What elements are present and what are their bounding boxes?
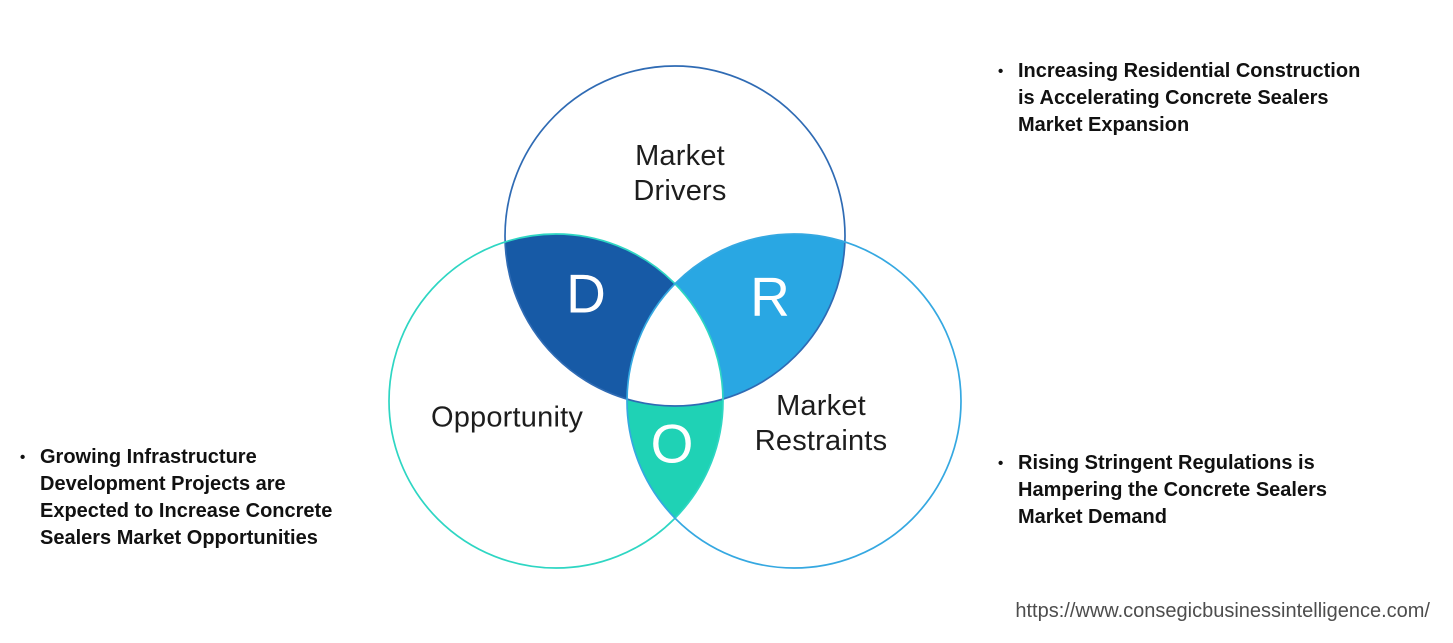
letter-o: O xyxy=(650,412,694,475)
bullet-item-drivers: • Increasing Residential Construction is… xyxy=(998,58,1418,139)
letter-r: R xyxy=(750,265,790,328)
opportunity-circle-outline xyxy=(388,233,724,569)
drivers-circle-label: Market Drivers xyxy=(633,140,727,207)
bullet-item-opportunity: • Growing Infrastructure Development Pro… xyxy=(20,444,400,552)
restraints-circle-outline xyxy=(626,233,962,569)
opportunity-circle-label: Opportunity xyxy=(430,401,584,434)
letter-d: D xyxy=(566,262,606,325)
bullet-marker: • xyxy=(998,63,1004,80)
bullet-item-restraints: • Rising Stringent Regulations is Hamper… xyxy=(998,450,1418,531)
opportunity-annotation-text: Growing Infrastructure Development Proje… xyxy=(40,446,333,549)
drivers-circle-outline xyxy=(504,65,846,407)
restraints-annotation-text: Rising Stringent Regulations is Hamperin… xyxy=(1018,452,1327,528)
restraints-circle-label: Market Restraints xyxy=(754,390,888,457)
source-url: https://www.consegicbusinessintelligence… xyxy=(1015,600,1430,622)
bullet-marker: • xyxy=(20,449,26,466)
bullet-marker: • xyxy=(998,455,1004,472)
drivers-annotation-text: Increasing Residential Construction is A… xyxy=(1018,60,1361,136)
